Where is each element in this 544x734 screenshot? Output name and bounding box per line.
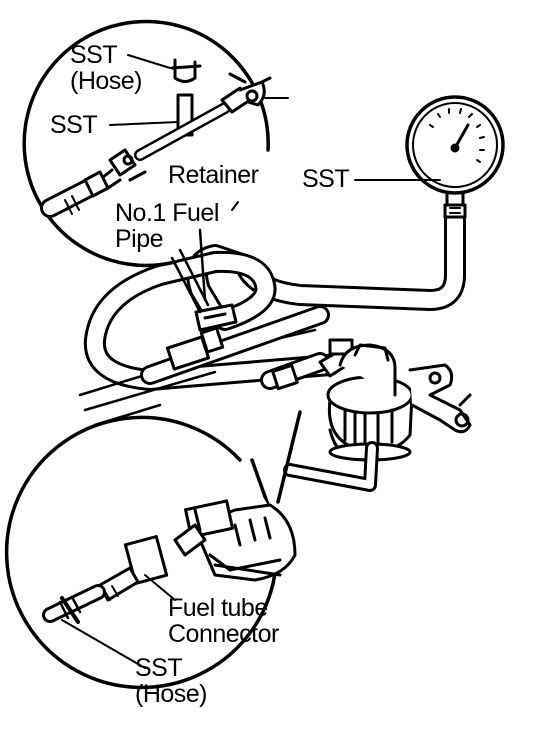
retainer-label: Retainer (168, 161, 259, 189)
fuel-line-loop (83, 250, 341, 391)
no1-fuel-pipe-line2: Pipe (115, 225, 164, 253)
upper-leader-lines (109, 54, 441, 211)
lower-detail-callout (4, 410, 302, 690)
no1-fuel-pipe-assembly (140, 303, 330, 385)
sst-hose-bottom-label: SST (Hose) (135, 654, 208, 708)
no1-fuel-pipe-label: No.1 Fuel Pipe (115, 200, 219, 252)
fuel-tube-connector-line2: Connector (168, 620, 279, 648)
sst-hose-top-line2: (Hose) (70, 67, 143, 95)
sst-gauge-label: SST (302, 165, 350, 193)
fuel-tube-connector-label: Fuel tube Connector (168, 595, 279, 647)
sst-hose-bottom-line1: SST (135, 654, 183, 682)
no1-fuel-pipe-line1: No.1 Fuel (115, 199, 219, 227)
lower-leader-lines (61, 574, 176, 669)
sst-hose-top-line1: SST (70, 41, 118, 69)
sst-hose-bottom-line2: (Hose) (135, 680, 208, 708)
sst-hose-top-label: SST (Hose) (70, 41, 143, 95)
pressure-gauge (405, 95, 505, 219)
return-tube (283, 441, 379, 492)
fuel-tube-connector-line1: Fuel tube (168, 594, 268, 622)
sst-tee-label: SST (50, 111, 98, 139)
upper-detail-callout (22, 19, 272, 314)
fuel-filter-housing (326, 343, 472, 462)
